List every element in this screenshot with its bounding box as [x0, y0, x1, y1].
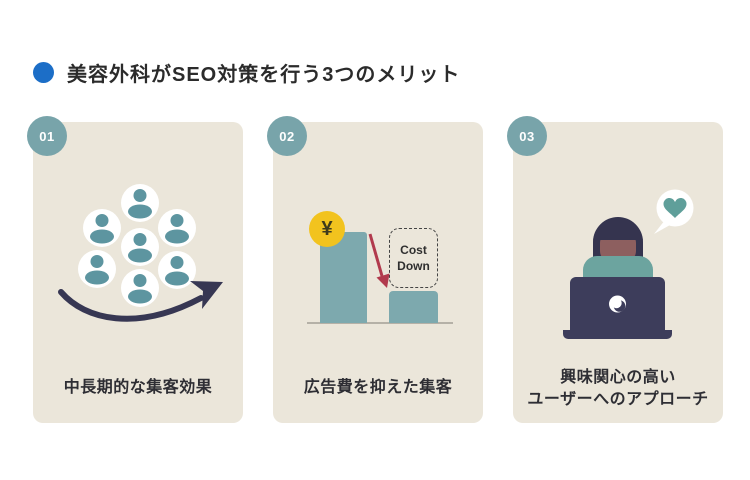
person-bangs: [593, 218, 643, 243]
chart-baseline: [307, 322, 453, 324]
growth-arrow-icon: [58, 281, 223, 322]
card-merit-1: 01: [27, 116, 243, 423]
card-3-caption: 興味関心の高い ユーザーへのアプローチ: [527, 369, 709, 408]
user-at-laptop-illustration: [513, 122, 723, 423]
title-bullet-icon: [33, 62, 54, 83]
page-header: 美容外科がSEO対策を行う3つのメリット: [33, 58, 460, 87]
person-icon: [121, 184, 159, 222]
person-icon: [78, 250, 116, 288]
person-at-desk: [583, 217, 653, 280]
people-cluster-and-arrow: [58, 184, 223, 322]
laptop-logo-icon: [609, 295, 626, 313]
cost-down-arrow-icon: [368, 233, 390, 288]
person-shirt: [583, 256, 653, 280]
short-cost-bar: [389, 291, 438, 323]
card-merit-3: 03: [507, 116, 723, 423]
card-2-caption: 広告費を抑えた集客: [303, 379, 453, 396]
cost-down-chart-illustration: Cost Down ¥: [273, 122, 483, 423]
card-1-caption: 中長期的な集客効果: [63, 379, 213, 396]
card-3-number-badge: 03: [507, 116, 547, 156]
yen-coin-icon: ¥: [309, 211, 345, 247]
person-icon: [83, 209, 121, 247]
card-merit-2: 02 Cost Down ¥ 広告費を抑えた集客: [267, 116, 483, 423]
heart-icon: [663, 197, 687, 218]
card-1-number-badge: 01: [27, 116, 67, 156]
page-title: 美容外科がSEO対策を行う3つのメリット: [67, 64, 461, 86]
user-at-laptop-scene: [563, 189, 694, 339]
laptop: [563, 277, 672, 339]
cost-down-box: Cost Down: [389, 228, 438, 288]
laptop-base: [563, 330, 672, 339]
person-icon: [121, 228, 159, 266]
person-icon: [121, 269, 159, 307]
audience-growth-illustration: [33, 122, 243, 423]
person-icon: [158, 251, 196, 289]
speech-bubble: [654, 189, 694, 234]
tall-cost-bar: [320, 232, 367, 323]
person-icon: [158, 209, 196, 247]
card-2-number-badge: 02: [267, 116, 307, 156]
